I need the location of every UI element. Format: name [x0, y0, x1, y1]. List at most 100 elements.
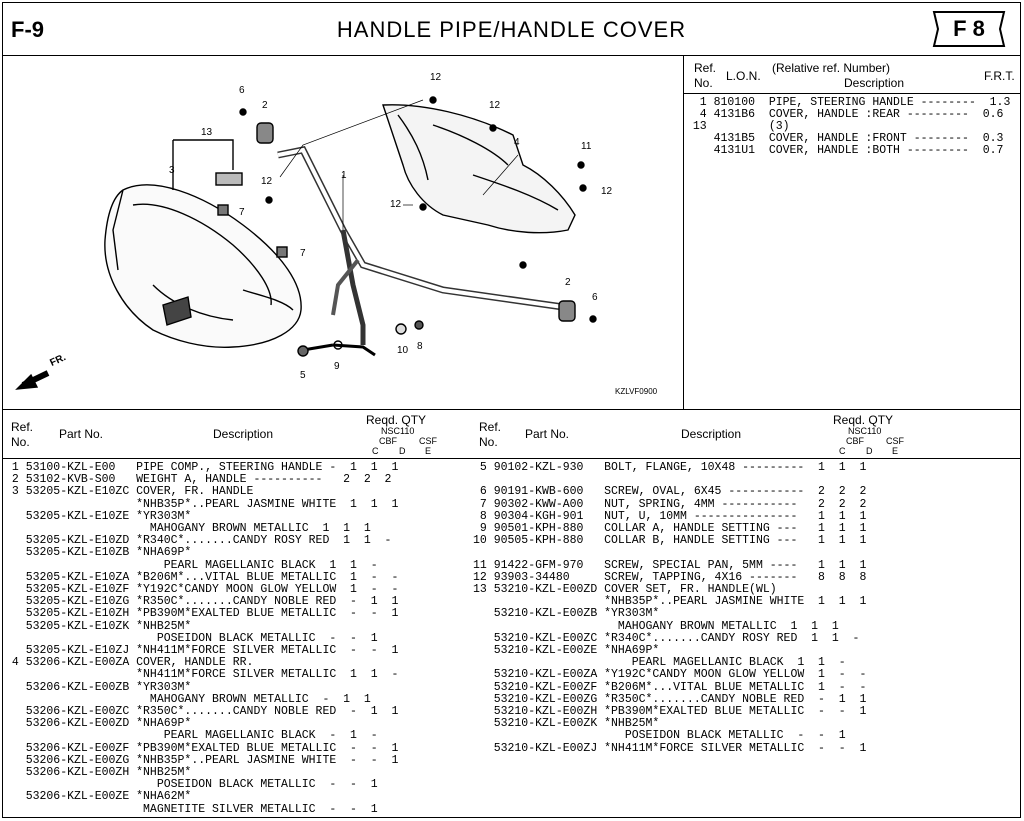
badge-label: F 8: [953, 16, 985, 41]
callout-7-upper: 7: [239, 207, 245, 218]
table-row: 1 53100-KZL-E00 PIPE COMP., STEERING HAN…: [5, 462, 399, 474]
callout-10: 10: [397, 345, 409, 356]
badge-frame-icon: [932, 11, 1006, 47]
callout-12-left: 12: [261, 176, 273, 187]
table-row: 11 91422-GFM-970 SCREW, SPECIAL PAN, 5MM…: [473, 558, 867, 572]
callout-6-lower: 6: [592, 292, 598, 303]
callout-5: 5: [300, 370, 306, 381]
table-row: *NH411M*FORCE SILVER METALLIC 1 1 -: [5, 668, 399, 682]
table-row: 53210-KZL-E00ZH *PB390M*EXALTED BLUE MET…: [473, 705, 867, 718]
table-row: 53205-KZL-E10ZG *R350C*.......CANDY NOBL…: [5, 595, 399, 609]
callout-12-center: 12: [390, 199, 402, 210]
table-row: 53210-KZL-E00ZA *Y192C*CANDY MOON GLOW Y…: [473, 668, 867, 682]
ref-row: 13 (3): [686, 120, 790, 133]
table-row: 6 90191-KWB-600 SCREW, OVAL, 6X45 ------…: [473, 485, 867, 499]
table-row: 53205-KZL-E10ZE *YR303M*: [5, 509, 192, 523]
ref-header-left: Ref.: [11, 420, 34, 434]
table-row: 53205-KZL-E10ZH *PB390M*EXALTED BLUE MET…: [5, 607, 399, 621]
figure-code: KZLVF0900: [615, 387, 658, 396]
table-row: 53205-KZL-E10ZA *B206M*...VITAL BLUE MET…: [5, 570, 399, 584]
rel-header: (Relative ref. Number): [772, 61, 891, 75]
table-row: MAHOGANY BROWN METALLIC 1 1 1: [473, 619, 839, 633]
cbf-header-right: CBF: [846, 436, 864, 446]
description-header-right: Description: [681, 427, 742, 441]
handle-exploded-view-icon: [15, 96, 597, 390]
page-header: F-9 HANDLE PIPE/HANDLE COVER F 8: [3, 3, 1020, 56]
table-row: MAHOGANY BROWN METALLIC - 1 1: [5, 692, 371, 706]
no-header-left: No.: [11, 435, 30, 449]
no-header: No.: [694, 76, 713, 90]
table-row: 53210-KZL-E00ZC *R340C*.......CANDY ROSY…: [473, 631, 860, 645]
table-row: 53210-KZL-E00ZK *NHB25M*: [473, 717, 660, 731]
callout-1: 1: [341, 170, 347, 181]
table-row: 53205-KZL-E10ZJ *NH411M*FORCE SILVER MET…: [5, 644, 399, 657]
ref-header: Ref.: [694, 61, 717, 75]
table-row: 10 90505-KPH-880 COLLAR B, HANDLE SETTIN…: [473, 534, 867, 548]
frt-header: F.R.T.: [984, 69, 1015, 83]
reference-table: Ref. No. L.O.N. (Relative ref. Number) D…: [684, 55, 1020, 409]
parts-header-divider: [3, 458, 1020, 459]
table-row: PEARL MAGELLANIC BLACK 1 1 -: [5, 558, 378, 572]
table-row: 53206-KZL-E00ZE *NHA62M*: [5, 790, 192, 804]
table-row: 53205-KZL-E10ZF *Y192C*CANDY MOON GLOW Y…: [5, 583, 399, 596]
callout-3: 3: [169, 165, 175, 176]
ref-row: 4 4131B6 COVER, HANDLE :REAR --------- 0…: [686, 108, 1004, 121]
table-row: 53206-KZL-E00ZG *NHB35P*..PEARL JASMINE …: [5, 753, 399, 767]
callout-9: 9: [334, 361, 340, 372]
lon-header: L.O.N.: [726, 69, 761, 83]
callout-12-mid: 12: [489, 100, 501, 111]
parts-list: Ref. No. Part No. Description Reqd. QTY …: [3, 409, 1020, 820]
table-row: 53206-KZL-E00ZF *PB390M*EXALTED BLUE MET…: [5, 741, 399, 755]
reqd-header-left: Reqd. QTY: [366, 413, 427, 427]
callout-11: 11: [581, 141, 592, 152]
d-header-right: D: [866, 446, 873, 456]
callout-2-upper: 2: [262, 100, 268, 111]
table-row: 9 90501-KPH-880 COLLAR A, HANDLE SETTING…: [473, 522, 867, 535]
table-row: 5 90102-KZL-930 BOLT, FLANGE, 10X48 ----…: [473, 462, 867, 474]
ref-row: 4131U1 COVER, HANDLE :BOTH --------- 0.7: [686, 144, 1004, 157]
ref-header-right: Ref.: [479, 420, 502, 434]
callout-2-lower: 2: [565, 277, 571, 288]
callout-6-upper: 6: [239, 85, 245, 96]
cbf-header-left: CBF: [379, 436, 397, 446]
page-title: HANDLE PIPE/HANDLE COVER: [336, 17, 687, 42]
ref-row: 1 810100 PIPE, STEERING HANDLE -------- …: [686, 96, 1011, 109]
table-row: 53210-KZL-E00ZJ *NH411M*FORCE SILVER MET…: [473, 741, 867, 755]
callout-7-lower: 7: [300, 248, 306, 259]
table-row: 53205-KZL-E10ZD *R340C*.......CANDY ROSY…: [5, 534, 392, 548]
partno-header-right: Part No.: [525, 427, 570, 441]
table-row: 53205-KZL-E10ZB *NHA69P*: [5, 546, 192, 560]
table-row: 3 53205-KZL-E10ZC COVER, FR. HANDLE: [5, 485, 254, 499]
table-row: *NHB35P*..PEARL JASMINE WHITE 1 1 1: [473, 595, 867, 609]
model-header-left: NSC110: [381, 426, 415, 436]
c-header-right: C: [839, 446, 846, 456]
table-row: PEARL MAGELLANIC BLACK - 1 -: [5, 729, 378, 743]
table-row: MAGNETITE SILVER METALLIC - - 1: [5, 802, 378, 816]
ref-row: 4131B5 COVER, HANDLE :FRONT -------- 0.3: [686, 132, 1004, 145]
ref-table-divider: [684, 93, 1020, 94]
reqd-header-right: Reqd. QTY: [833, 413, 894, 427]
figure-badge: F 8: [930, 9, 1008, 49]
table-row: 53210-KZL-E00ZB *YR303M*: [473, 607, 660, 621]
d-header-left: D: [399, 446, 406, 456]
table-row: 2 53102-KVB-S00 WEIGHT A, HANDLE -------…: [5, 473, 392, 487]
c-header-left: C: [372, 446, 379, 456]
table-row: 53206-KZL-E00ZC *R350C*.......CANDY NOBL…: [5, 705, 399, 718]
table-row: 4 53206-KZL-E00ZA COVER, HANDLE RR.: [5, 656, 254, 670]
callout-12-right: 12: [601, 186, 613, 197]
partno-header-left: Part No.: [59, 427, 104, 441]
table-row: 53210-KZL-E00ZG *R350C*.......CANDY NOBL…: [473, 692, 867, 706]
callout-8: 8: [417, 341, 423, 352]
callout-13: 13: [201, 127, 213, 138]
table-row: PEARL MAGELLANIC BLACK 1 1 -: [473, 656, 846, 670]
desc-header: Description: [844, 76, 905, 90]
table-row: 53206-KZL-E00ZB *YR303M*: [5, 680, 192, 694]
table-row: 53205-KZL-E10ZK *NHB25M*: [5, 619, 192, 633]
section-number: F-9: [11, 17, 44, 42]
table-row: 53210-KZL-E00ZF *B206M*...VITAL BLUE MET…: [473, 680, 867, 694]
e-header-right: E: [892, 446, 899, 456]
table-row: POSEIDON BLACK METALLIC - - 1: [5, 778, 378, 792]
table-row: 53206-KZL-E00ZH *NHB25M*: [5, 766, 192, 779]
table-row: 53206-KZL-E00ZD *NHA69P*: [5, 717, 192, 731]
